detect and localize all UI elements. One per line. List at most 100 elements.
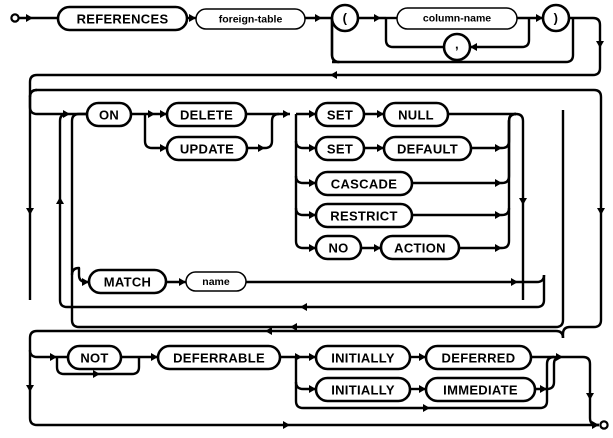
node-no-label: NO bbox=[328, 241, 348, 256]
arrow-icon bbox=[258, 144, 265, 152]
rail-update-merge bbox=[247, 112, 280, 150]
node-deferred: DEFERRED bbox=[424, 344, 533, 371]
node-restrict: RESTRICT bbox=[314, 202, 414, 229]
rail-initially-fanout bbox=[294, 357, 470, 410]
arrow-icon-down bbox=[26, 208, 34, 215]
arrow-icon bbox=[309, 244, 316, 252]
arrow-icon-left bbox=[290, 323, 297, 331]
node-not: NOT bbox=[66, 344, 123, 371]
arrow-icon bbox=[160, 110, 167, 118]
node-cascade-label: CASCADE bbox=[331, 177, 397, 192]
arrow-icon-down bbox=[26, 385, 34, 392]
node-restrict-label: RESTRICT bbox=[330, 209, 397, 224]
node-no: NO bbox=[314, 234, 363, 261]
node-name-label: name bbox=[202, 276, 230, 288]
arrow-icon bbox=[377, 110, 384, 118]
start-terminator-icon bbox=[10, 13, 20, 23]
rail-column-loop-left bbox=[384, 18, 444, 49]
arrow-icon bbox=[189, 14, 196, 22]
node-delete-label: DELETE bbox=[180, 108, 233, 123]
rail-action-fanout bbox=[294, 114, 316, 250]
arrow-icon bbox=[151, 353, 158, 361]
node-foreign-table-label: foreign-table bbox=[219, 14, 283, 26]
rail-action-to-restrict bbox=[294, 207, 316, 217]
node-deferrable-label: DEFERRABLE bbox=[173, 351, 265, 366]
node-deferrable: DEFERRABLE bbox=[156, 344, 282, 371]
rail-initially-2-branch bbox=[294, 381, 316, 391]
rail-row2-entry-drop bbox=[28, 88, 87, 116]
node-action-label: ACTION bbox=[394, 241, 446, 256]
node-initially-immediate-label: INITIALLY bbox=[331, 383, 395, 398]
arrow-icon bbox=[511, 278, 518, 286]
node-references: REFERENCES bbox=[56, 5, 189, 32]
rail-name-to-right-rail bbox=[246, 274, 546, 284]
arrow-icon bbox=[315, 14, 322, 22]
arrow-icon-left bbox=[330, 71, 337, 79]
node-null-label: NULL bbox=[398, 108, 434, 123]
rail-initially-bypass-merge bbox=[470, 355, 555, 410]
node-rparen: ) bbox=[541, 3, 571, 33]
arrow-icon bbox=[179, 278, 186, 286]
arrow-icon bbox=[283, 421, 290, 429]
rail-row3-top bbox=[28, 329, 565, 346]
arrow-icon-down bbox=[586, 393, 594, 400]
node-cascade: CASCADE bbox=[314, 170, 414, 197]
node-delete: DELETE bbox=[165, 101, 248, 128]
arrow-icon bbox=[309, 211, 316, 219]
node-lparen-label: ( bbox=[343, 11, 348, 26]
rail-split-to-update bbox=[143, 114, 167, 150]
arrow-icon bbox=[495, 144, 502, 152]
arrow-icon bbox=[540, 385, 547, 393]
node-rparen-label: ) bbox=[554, 11, 559, 26]
node-match-label: MATCH bbox=[104, 275, 151, 290]
arrow-icon bbox=[309, 144, 316, 152]
node-lparen: ( bbox=[330, 3, 360, 33]
rail-actions-to-right-rail bbox=[515, 112, 525, 300]
arrow-icon bbox=[148, 110, 155, 118]
node-references-label: REFERENCES bbox=[77, 12, 169, 27]
rail-row3-entry bbox=[28, 349, 68, 359]
arrow-icon bbox=[592, 421, 599, 429]
rail-row2-loop-a bbox=[58, 112, 68, 300]
arrow-icon bbox=[309, 179, 316, 187]
node-default: DEFAULT bbox=[382, 135, 473, 162]
node-comma-box bbox=[442, 32, 472, 62]
arrow-icon bbox=[495, 211, 502, 219]
rail-paren-bypass bbox=[330, 18, 575, 64]
node-comma-label: , bbox=[455, 37, 459, 52]
rail-action-merge bbox=[459, 112, 517, 250]
arrow-icon bbox=[50, 353, 57, 361]
end-terminator-icon bbox=[599, 420, 609, 430]
rail-row2-to-row3 bbox=[593, 104, 603, 329]
node-action: ACTION bbox=[379, 234, 461, 261]
rail-row3-enter bbox=[561, 325, 594, 338]
arrow-icon bbox=[495, 179, 502, 187]
node-update-label: UPDATE bbox=[180, 142, 234, 157]
node-column-name-label: column-name bbox=[423, 13, 491, 25]
arrow-icon bbox=[419, 353, 426, 361]
node-set-null-set: SET bbox=[314, 101, 366, 128]
rail-row2-loop-b bbox=[70, 112, 87, 310]
arrow-icon-down bbox=[519, 198, 527, 205]
arrow-icon bbox=[423, 404, 430, 412]
arrow-icon bbox=[536, 14, 543, 22]
rail-row3-bottom bbox=[28, 417, 599, 427]
node-on-label: ON bbox=[99, 108, 119, 123]
rail-row2-loop-b-bottom bbox=[70, 110, 565, 329]
arrow-icon bbox=[309, 385, 316, 393]
rail-action-to-setdefault bbox=[294, 140, 316, 150]
rail-action-to-cascade bbox=[294, 175, 316, 185]
arrow-icon bbox=[82, 278, 89, 286]
arrow-icon bbox=[26, 14, 33, 22]
arrow-icon-left bbox=[265, 327, 272, 335]
node-initially-immediate: INITIALLY bbox=[314, 376, 412, 403]
node-set-default-set-label: SET bbox=[327, 142, 353, 157]
rail-match-branch bbox=[70, 266, 89, 284]
node-foreign-table: foreign-table bbox=[195, 8, 306, 30]
node-update: UPDATE bbox=[165, 135, 249, 162]
node-column-name: column-name bbox=[396, 7, 518, 30]
arrow-icon bbox=[309, 353, 316, 361]
arrow-icon bbox=[93, 370, 100, 378]
node-initially-deferred-label: INITIALLY bbox=[331, 351, 395, 366]
node-deferred-label: DEFERRED bbox=[442, 351, 516, 366]
